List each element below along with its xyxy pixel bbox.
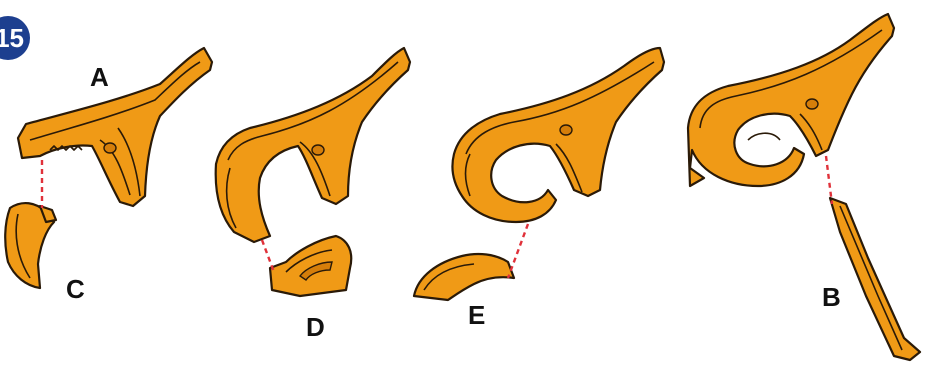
track-part-a bbox=[18, 48, 212, 206]
connector-ac-d bbox=[262, 240, 274, 272]
connector-acd-e bbox=[508, 224, 528, 278]
track-part-e bbox=[414, 254, 514, 300]
track-assembly-spiral bbox=[688, 14, 894, 186]
track-assembly-a-c bbox=[216, 48, 410, 242]
label-part-d: D bbox=[306, 314, 325, 340]
track-part-d bbox=[270, 236, 351, 296]
label-part-c: C bbox=[66, 276, 85, 302]
track-part-c bbox=[5, 203, 56, 288]
track-part-b bbox=[830, 198, 920, 360]
label-part-b: B bbox=[822, 284, 841, 310]
label-part-a: A bbox=[90, 64, 109, 90]
connector-spiral-b bbox=[826, 156, 832, 204]
track-assembly-a-c-d bbox=[452, 48, 664, 222]
label-part-e: E bbox=[468, 302, 485, 328]
